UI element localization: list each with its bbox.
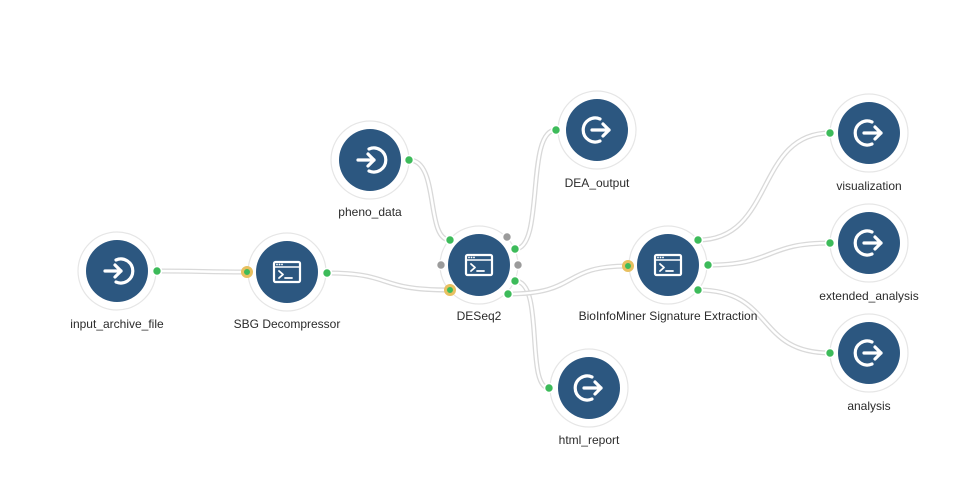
edges-layer — [154, 127, 833, 391]
input-port[interactable] — [241, 266, 253, 278]
terminal-icon — [272, 260, 302, 284]
output-port[interactable] — [403, 154, 415, 166]
edge-decompressor-to-deseq2[interactable] — [324, 270, 452, 293]
node-extended-analysis[interactable]: extended_analysis — [819, 203, 919, 303]
input-port[interactable] — [824, 347, 836, 359]
input-arrow-icon — [103, 257, 135, 285]
edge-bioinfominer-to-visualization[interactable] — [695, 130, 833, 243]
output-port[interactable] — [692, 234, 704, 246]
edge-bioinfominer-to-extended-analysis[interactable] — [705, 240, 833, 268]
output-arrow-icon — [581, 116, 611, 144]
input-port[interactable] — [622, 260, 634, 272]
node-visualization[interactable]: visualization — [824, 93, 909, 193]
node-body — [256, 241, 318, 303]
node-body — [448, 234, 510, 296]
node-label: html_report — [559, 433, 620, 447]
input-port[interactable] — [444, 234, 456, 246]
node-label: SBG Decompressor — [234, 317, 341, 331]
node-analysis[interactable]: analysis — [824, 313, 909, 413]
output-port[interactable] — [501, 231, 513, 243]
node-html-report[interactable]: html_report — [543, 348, 629, 447]
node-dea-output[interactable]: DEA_output — [550, 90, 637, 190]
output-port[interactable] — [151, 265, 163, 277]
output-port[interactable] — [502, 288, 514, 300]
node-label: input_archive_file — [70, 317, 164, 331]
terminal-icon — [464, 253, 494, 277]
input-port[interactable] — [824, 127, 836, 139]
terminal-icon — [653, 253, 683, 277]
node-input-archive-file[interactable]: input_archive_file — [70, 231, 164, 331]
output-arrow-icon — [853, 119, 883, 147]
output-arrow-icon — [573, 374, 603, 402]
node-label: extended_analysis — [819, 289, 918, 303]
output-port[interactable] — [321, 267, 333, 279]
node-label: BioInfoMiner Signature Extraction — [579, 309, 758, 323]
node-label: DESeq2 — [457, 309, 502, 323]
node-bioinfominer-signature-extraction[interactable]: BioInfoMiner Signature Extraction — [579, 225, 758, 323]
input-arrow-icon — [356, 146, 388, 174]
input-port[interactable] — [444, 284, 456, 296]
edge-bioinfominer-to-analysis[interactable] — [695, 287, 833, 356]
edge-input-archive-to-decompressor[interactable] — [154, 268, 249, 275]
node-label: pheno_data — [338, 205, 402, 219]
edge-deseq2-to-bioinfominer[interactable] — [505, 263, 631, 297]
output-port[interactable] — [692, 284, 704, 296]
edge-deseq2-to-html-report[interactable] — [512, 278, 552, 391]
node-label: visualization — [836, 179, 901, 193]
input-port[interactable] — [435, 259, 447, 271]
output-port[interactable] — [512, 259, 524, 271]
input-port[interactable] — [824, 237, 836, 249]
node-deseq2[interactable]: DESeq2 — [435, 225, 524, 323]
output-port[interactable] — [702, 259, 714, 271]
output-arrow-icon — [853, 229, 883, 257]
node-body — [637, 234, 699, 296]
output-arrow-icon — [853, 339, 883, 367]
input-port[interactable] — [550, 124, 562, 136]
output-port[interactable] — [509, 275, 521, 287]
edge-deseq2-to-dea-output[interactable] — [512, 127, 559, 252]
node-pheno-data[interactable]: pheno_data — [330, 120, 415, 219]
input-port[interactable] — [543, 382, 555, 394]
edge-pheno-to-deseq2[interactable] — [406, 157, 453, 243]
output-port[interactable] — [509, 243, 521, 255]
node-label: analysis — [847, 399, 890, 413]
node-sbg-decompressor[interactable]: SBG Decompressor — [234, 232, 341, 331]
node-label: DEA_output — [565, 176, 630, 190]
